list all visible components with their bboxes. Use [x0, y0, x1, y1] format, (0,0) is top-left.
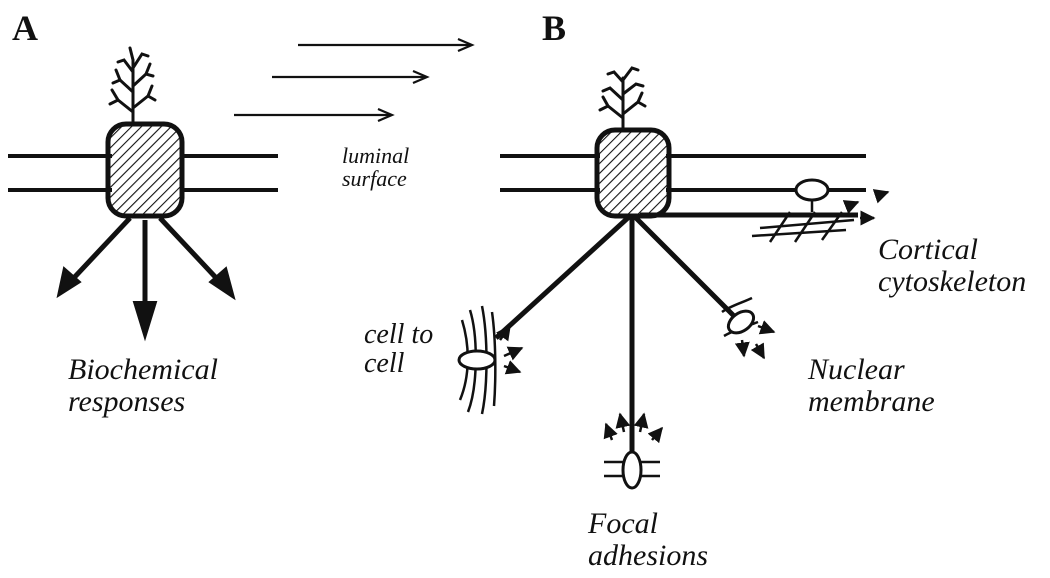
biochemical-responses-label: Biochemical responses: [68, 354, 218, 417]
focal-line1: Focal: [588, 507, 658, 540]
cortical-cytoskeleton-label: Cortical cytoskeleton: [878, 234, 1026, 297]
focal-line2: adhesions: [588, 538, 708, 572]
luminal-surface-line1: luminal: [342, 143, 410, 168]
glycocalyx-antenna-a: [108, 46, 157, 126]
shear-flow-arrows: [234, 37, 475, 123]
panel-label-b: B: [542, 8, 567, 48]
nuclear-line1: Nuclear: [808, 353, 905, 386]
panel-label-a: A: [12, 8, 38, 48]
cortical-line2: cytoskeleton: [878, 264, 1027, 298]
biochemical-line2: responses: [68, 384, 186, 418]
cell-to-cell-label: cell to cell: [364, 320, 433, 379]
focal-adhesion-node: [603, 412, 663, 490]
luminal-surface-line2: surface: [342, 166, 407, 192]
panel-b: [457, 66, 890, 490]
cortical-cytoskeleton-node: [751, 178, 890, 243]
cortical-line1: Cortical: [878, 233, 979, 266]
glycocalyx-antenna-b: [598, 66, 647, 132]
cell-to-cell-line1: cell to: [364, 319, 434, 350]
filament-to-cell-junction: [494, 214, 632, 340]
cytoskeletal-filaments: [494, 212, 858, 460]
panel-a: [8, 46, 278, 342]
biochemical-line1: Biochemical: [68, 353, 218, 386]
filament-to-nucleus: [632, 214, 740, 322]
cell-junction-node: [457, 305, 524, 415]
nuclear-line2: membrane: [808, 384, 935, 418]
cell-to-cell-line2: cell: [364, 348, 405, 380]
mechanoreceptor-b: [594, 127, 672, 219]
luminal-surface-label: luminal surface: [342, 144, 409, 190]
nuclear-node: [721, 296, 776, 360]
mechanoreceptor-a: [105, 121, 185, 219]
response-arrows: [56, 216, 236, 342]
focal-adhesions-label: Focal adhesions: [588, 508, 708, 571]
nuclear-membrane-label: Nuclear membrane: [808, 354, 935, 417]
